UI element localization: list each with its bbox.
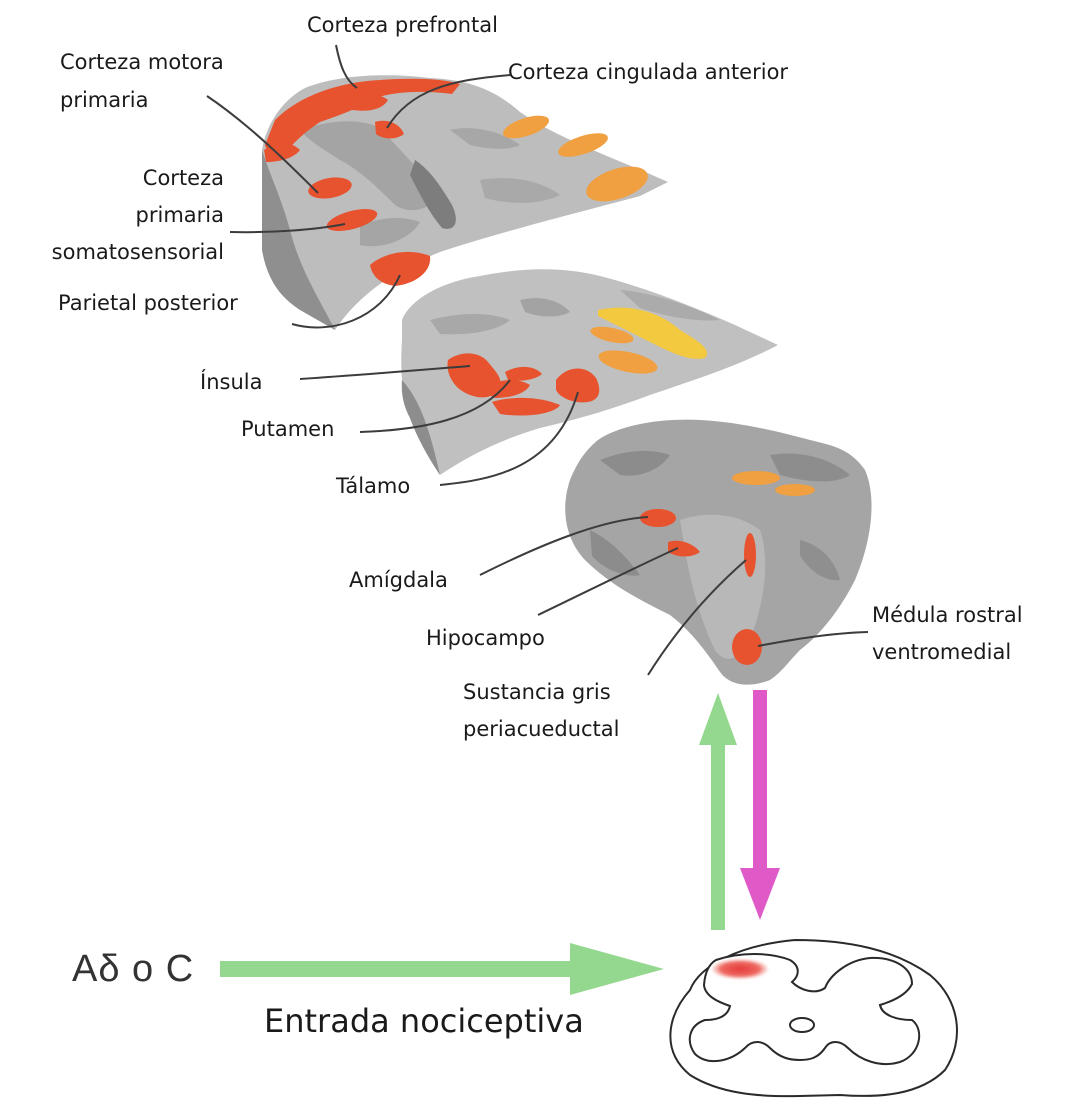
label-somatosensory-cortex-line1: Corteza xyxy=(60,160,224,196)
ascending-arrow xyxy=(699,693,737,930)
descending-arrow xyxy=(740,690,780,920)
nociceptive-input-arrow xyxy=(220,943,664,995)
label-pag-line2: periacueductal xyxy=(463,711,620,747)
spinal-cord-cross-section xyxy=(670,940,957,1096)
label-pag-line1: Sustancia gris xyxy=(463,674,611,710)
label-insula: Ínsula xyxy=(200,364,262,400)
label-posterior-parietal: Parietal posterior xyxy=(58,285,238,321)
label-amygdala: Amígdala xyxy=(349,562,448,598)
label-fiber-types: Aδ o C xyxy=(72,948,194,991)
label-hippocampus: Hipocampo xyxy=(426,620,545,656)
label-thalamus: Tálamo xyxy=(336,468,410,504)
label-rvm-line2: ventromedial xyxy=(872,634,1011,670)
label-somatosensory-cortex-line3: somatosensorial xyxy=(8,234,224,270)
label-anterior-cingulate-cortex: Corteza cingulada anterior xyxy=(508,54,788,90)
label-nociceptive-input: Entrada nociceptiva xyxy=(264,1002,584,1040)
brainstem-slice xyxy=(565,420,871,685)
label-prefrontal-cortex: Corteza prefrontal xyxy=(307,7,498,43)
label-somatosensory-cortex-line2: primaria xyxy=(60,197,224,233)
label-primary-motor-cortex-line1: Corteza motora xyxy=(60,44,224,80)
label-rvm-line1: Médula rostral xyxy=(872,597,1023,633)
label-primary-motor-cortex-line2: primaria xyxy=(60,82,148,118)
label-putamen: Putamen xyxy=(241,411,334,447)
